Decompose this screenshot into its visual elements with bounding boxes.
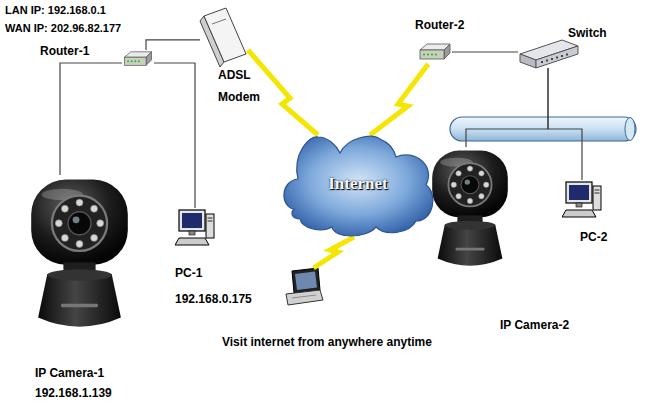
pc: PC-1192.168.0.175 [175, 208, 215, 248]
ip-camera-icon [432, 151, 508, 266]
laptop: Visit internet from anywhere anytime [285, 268, 323, 306]
network-cable [60, 63, 122, 175]
network-cable [154, 63, 195, 208]
network-cable [466, 68, 548, 147]
ip-label: WAN IP: 202.96.82.177 [5, 21, 121, 35]
device-label: Switch [568, 26, 607, 40]
network-cable [452, 51, 518, 52]
router: Router-1 [122, 50, 154, 68]
wireless-link [314, 237, 355, 268]
wireless-link [370, 64, 428, 135]
network-cable [146, 40, 200, 50]
cloud-shape [284, 136, 433, 236]
ip-camera: IP Camera-2 [425, 147, 515, 273]
router-icon [420, 44, 450, 59]
laptop-icon [286, 268, 323, 305]
cloud-label: Internet [328, 174, 387, 194]
device-label: ADSL Modem [218, 64, 264, 108]
network-switch: Switch [518, 40, 580, 68]
network-cable [548, 68, 582, 180]
device-label: Router-1 [40, 44, 89, 58]
ip-label: LAN IP: 192.168.0.1 [5, 3, 106, 17]
switch-icon [520, 40, 578, 68]
adsl-modem: ADSL Modem [200, 8, 248, 64]
router: Router-2 [418, 40, 452, 64]
router-icon [125, 52, 152, 66]
caption-text: Visit internet from anywhere anytime [222, 335, 432, 349]
pc-icon [562, 182, 601, 217]
pc-icon [175, 210, 214, 245]
internet-cloud: Internet [282, 135, 434, 237]
ip-address: 192.168.1.139 [35, 386, 112, 400]
ip-address: 192.168.0.175 [175, 292, 252, 306]
device-label: PC-2 [580, 230, 607, 244]
ip-camera: IP Camera-1192.168.1.139 [22, 175, 137, 336]
device-label: PC-1 [175, 266, 202, 280]
device-label: Router-2 [415, 18, 464, 32]
ip-camera-icon [31, 180, 128, 327]
device-label: IP Camera-1 [35, 366, 104, 380]
device-label: IP Camera-2 [500, 318, 569, 332]
pc: PC-2 [562, 180, 602, 220]
adsl-modem-icon [200, 8, 246, 67]
